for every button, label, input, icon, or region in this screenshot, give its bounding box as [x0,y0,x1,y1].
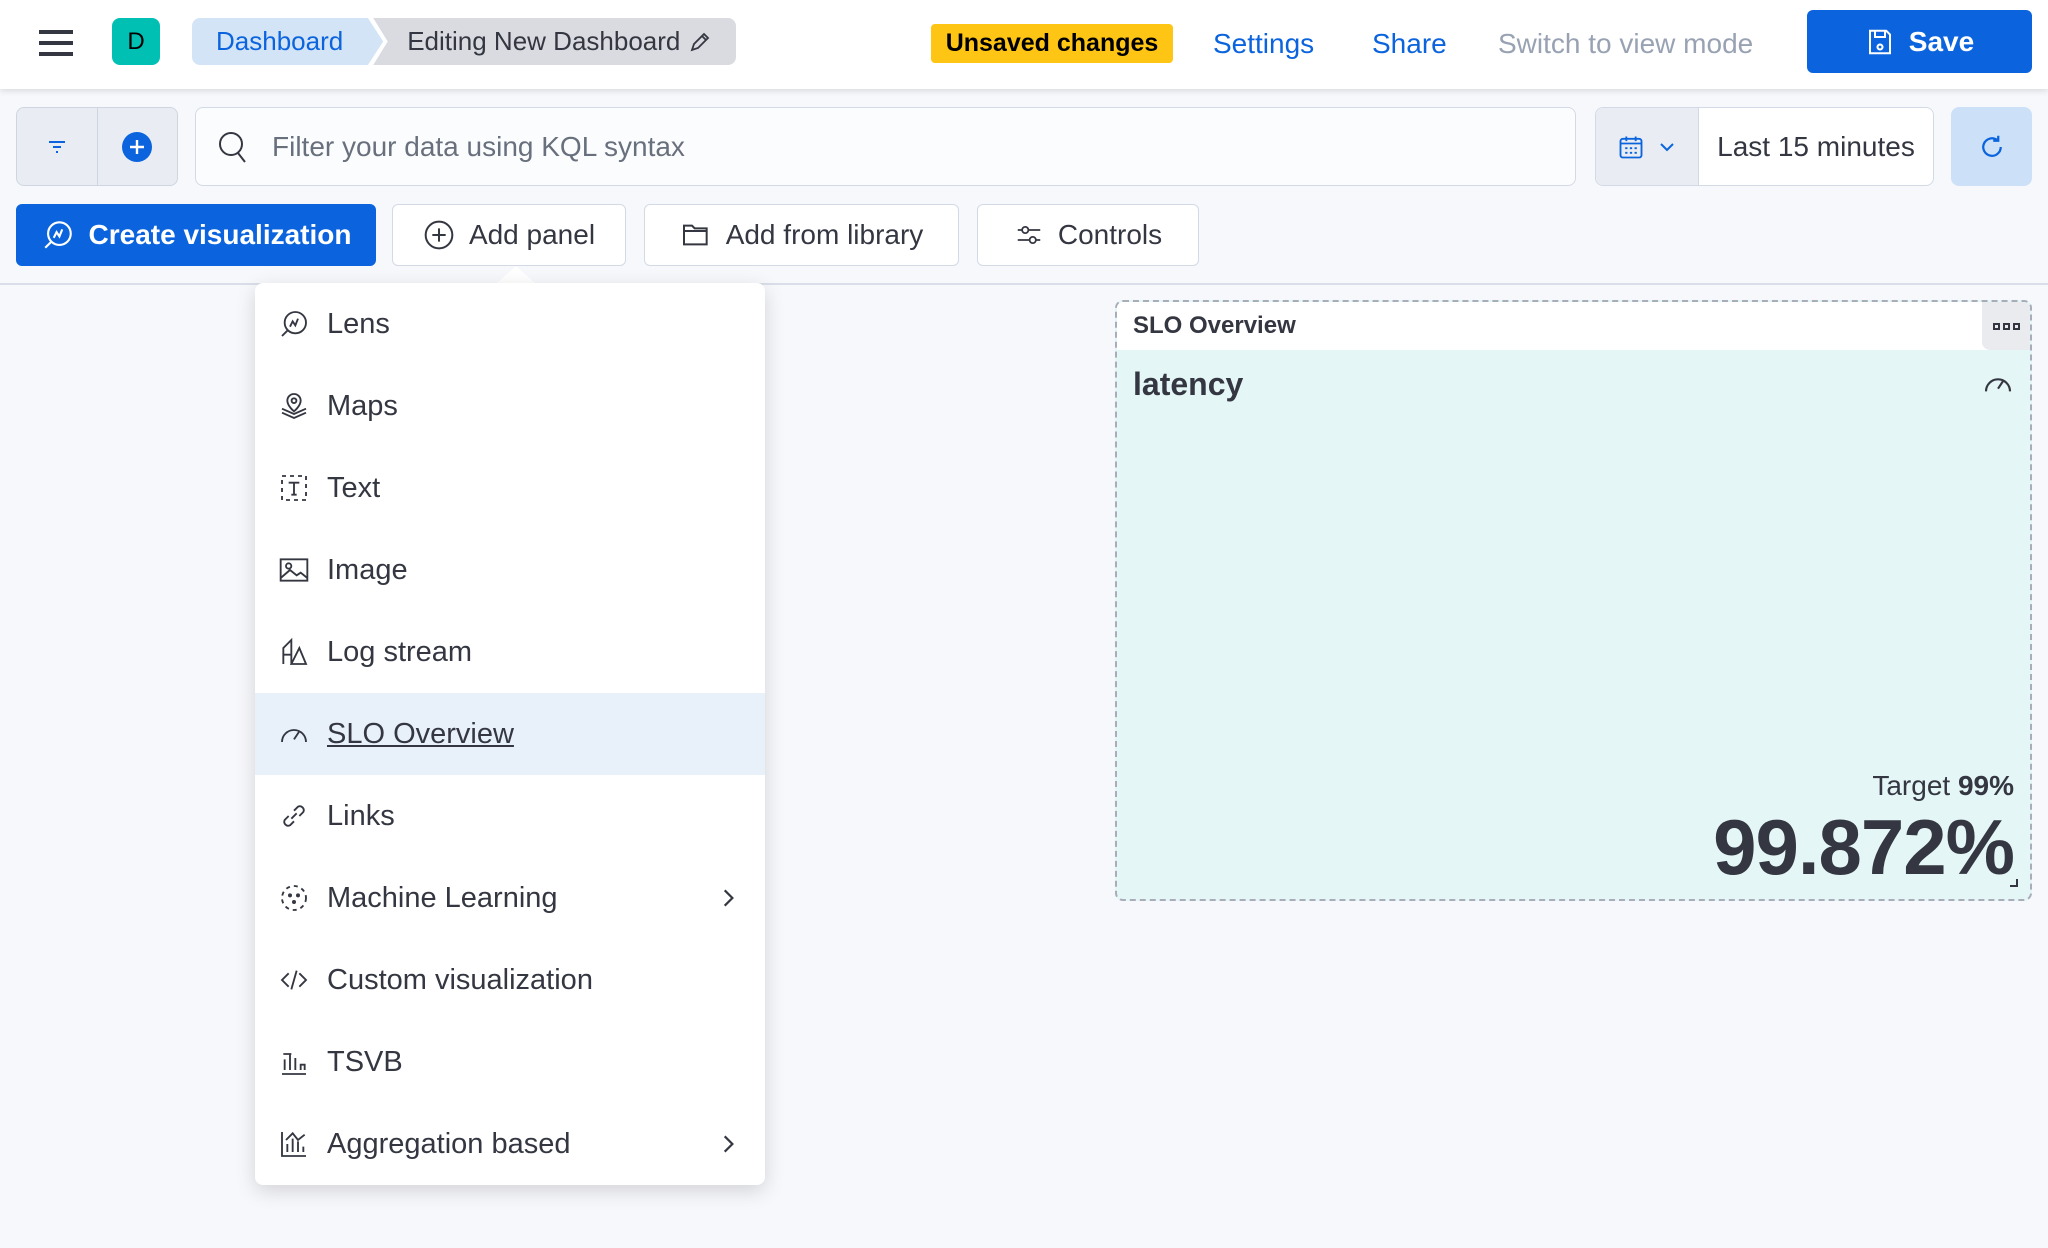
menu-item-label: Text [327,471,381,504]
lens-icon [277,307,311,341]
menu-item-links[interactable]: Links [255,775,765,857]
time-range-display[interactable]: Last 15 minutes [1717,130,1915,162]
menu-item-label: Machine Learning [327,881,558,914]
add-from-library-button[interactable]: Add from library [644,204,959,266]
controls-icon [1017,226,1041,244]
target-value: 99% [1957,770,2014,801]
target-label: Target [1872,770,1951,801]
save-label: Save [1908,25,1975,57]
slo-name[interactable]: latency [1133,366,1244,402]
kql-search-bar [195,107,1576,186]
controls-button[interactable]: Controls [977,204,1199,266]
code-icon [277,963,311,997]
text-icon [277,471,311,505]
chevron-down-icon [1660,142,1674,151]
menu-item-label: Image [327,553,408,586]
menu-item-image[interactable]: Image [255,529,765,611]
panel-header: SLO Overview [1117,302,2030,350]
menu-item-label: TSVB [327,1045,403,1078]
controls-label: Controls [1057,219,1163,250]
create-visualization-button[interactable]: Create visualization [16,204,376,266]
settings-link[interactable]: Settings [1213,27,1315,59]
menu-item-text[interactable]: Text [255,447,765,529]
divider [0,283,2048,285]
slo-overview-panel[interactable]: SLO Overview latency Target 99% 99.872% [1115,300,2032,901]
panel-options-icon[interactable] [1982,302,2030,350]
chevron-right-icon [723,889,734,907]
panel-title: SLO Overview [1133,312,1296,339]
date-picker: Last 15 minutes [1595,107,1934,186]
breadcrumb: Dashboard Editing New Dashboard [192,18,737,65]
save-icon [1868,29,1891,54]
aggregation-icon [277,1127,311,1161]
tsvb-icon [277,1045,311,1079]
add-panel-button[interactable]: Add panel [392,204,626,266]
folder-icon [682,224,708,246]
space-avatar[interactable]: D [112,18,160,65]
plus-circle-icon [424,220,454,250]
menu-item-machine-learning[interactable]: Machine Learning [255,857,765,939]
menu-item-label: Aggregation based [327,1127,571,1160]
quick-date-menu-button[interactable] [1596,108,1699,185]
popover-arrow [496,266,536,284]
menu-item-label: SLO Overview [327,717,514,750]
filter-controls [16,107,178,186]
pencil-icon [690,32,710,51]
slo-target: Target 99% [1872,770,2014,802]
filter-options-button[interactable] [17,108,98,185]
add-filter-button[interactable] [98,108,178,185]
menu-item-aggregation-based[interactable]: Aggregation based [255,1103,765,1185]
menu-item-label: Maps [327,389,398,422]
add-from-library-label: Add from library [725,219,924,250]
calendar-icon [1619,136,1643,158]
filter-icon [48,140,65,153]
slo-value: 99.872% [1713,803,2015,891]
menu-item-label: Links [327,799,395,832]
menu-item-slo-overview[interactable]: SLO Overview [255,693,765,775]
refresh-button[interactable] [1951,107,2032,186]
gauge-icon [277,717,311,751]
share-link[interactable]: Share [1372,27,1447,59]
maps-icon [277,389,311,423]
menu-item-lens[interactable]: Lens [255,283,765,365]
gauge-icon [1984,378,2012,392]
menu-item-label: Custom visualization [327,963,593,996]
breadcrumb-dashboard[interactable]: Dashboard [192,18,384,65]
save-button[interactable]: Save [1807,10,2032,73]
machine-learning-icon [277,881,311,915]
refresh-icon [1981,135,2002,157]
create-visualization-label: Create visualization [88,219,352,250]
unsaved-changes-badge: Unsaved changes [931,24,1173,63]
lens-icon [43,221,72,249]
menu-item-label: Lens [327,307,390,340]
image-icon [277,553,311,587]
add-panel-label: Add panel [468,219,596,250]
breadcrumb-current-label: Editing New Dashboard [407,26,681,56]
chevron-right-icon [723,1135,734,1153]
log-stream-icon [277,635,311,669]
search-icon [219,131,246,163]
plus-circle-icon [122,131,153,162]
kql-search-input[interactable] [272,130,1575,163]
switch-to-view-mode-link[interactable]: Switch to view mode [1498,27,1754,59]
menu-item-label: Log stream [327,635,473,668]
menu-item-tsvb[interactable]: TSVB [255,1021,765,1103]
hamburger-menu-icon[interactable] [39,30,73,56]
link-icon [277,799,311,833]
menu-item-maps[interactable]: Maps [255,365,765,447]
menu-item-custom-visualization[interactable]: Custom visualization [255,939,765,1021]
breadcrumb-current[interactable]: Editing New Dashboard [373,18,737,65]
resize-handle[interactable] [2010,879,2018,887]
menu-item-log-stream[interactable]: Log stream [255,611,765,693]
top-header: D Dashboard Editing New Dashboard Unsave… [0,0,2048,89]
